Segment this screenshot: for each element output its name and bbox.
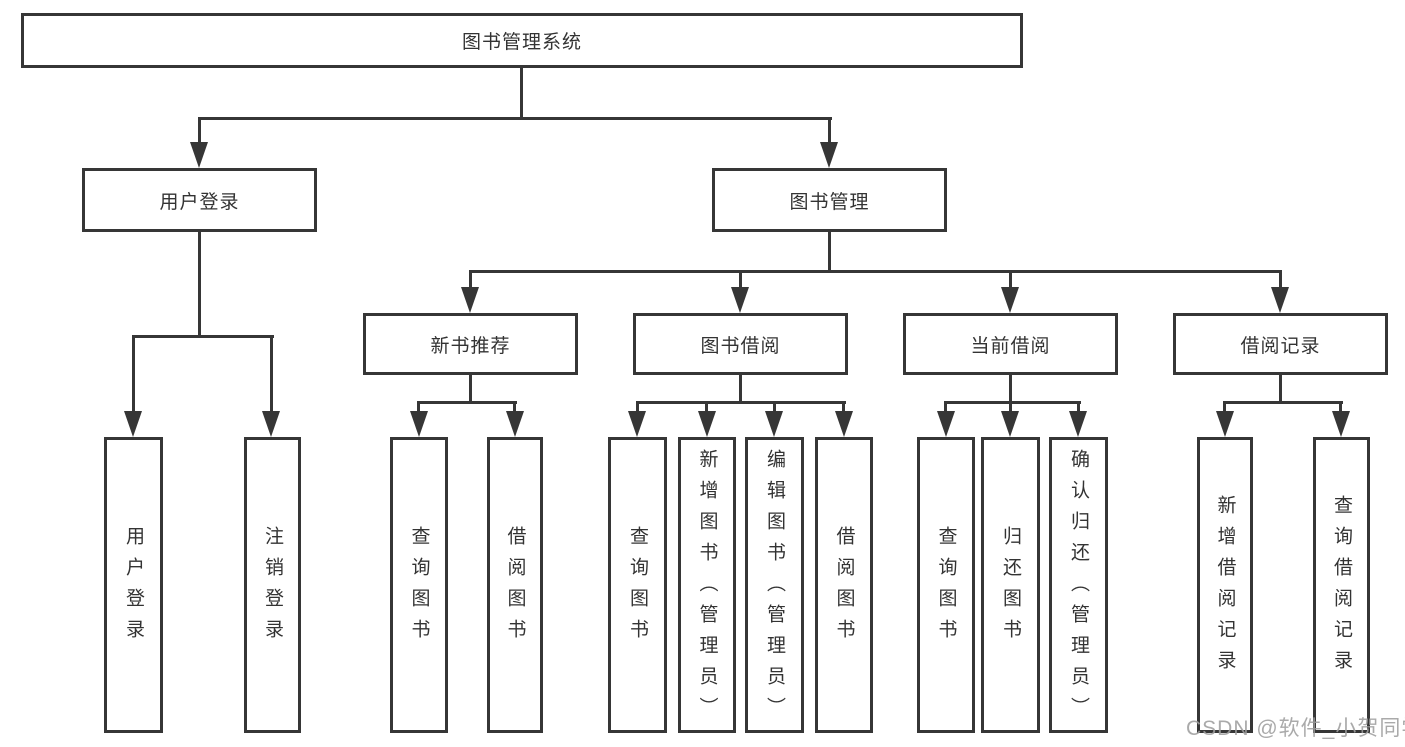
connector-line bbox=[828, 117, 831, 146]
node-book-management: 图书管理 bbox=[712, 168, 947, 232]
arrowhead-down-icon bbox=[262, 411, 280, 437]
node-user-login-group: 用户登录 bbox=[82, 168, 317, 232]
connector-line bbox=[636, 401, 639, 415]
connector-line bbox=[1009, 270, 1012, 292]
csdn-watermark: CSDN @软件_小贺同学 bbox=[1186, 717, 1405, 740]
connector-line bbox=[469, 270, 1282, 273]
arrowhead-down-icon bbox=[1001, 287, 1019, 313]
arrowhead-down-icon bbox=[820, 142, 838, 168]
connector-line bbox=[198, 117, 832, 120]
arrowhead-down-icon bbox=[765, 411, 783, 437]
arrowhead-down-icon bbox=[835, 411, 853, 437]
connector-line bbox=[1279, 375, 1282, 404]
node-cb-return-books: 归还图书 bbox=[981, 437, 1040, 733]
node-user-login: 用户登录 bbox=[104, 437, 163, 733]
connector-line bbox=[520, 68, 523, 120]
arrowhead-down-icon bbox=[628, 411, 646, 437]
connector-line bbox=[132, 335, 135, 415]
connector-line bbox=[198, 117, 201, 146]
connector-line bbox=[132, 335, 274, 338]
arrowhead-down-icon bbox=[1001, 411, 1019, 437]
connector-line bbox=[773, 401, 776, 415]
connector-line bbox=[705, 401, 708, 415]
connector-line bbox=[944, 401, 947, 415]
arrowhead-down-icon bbox=[461, 287, 479, 313]
connector-line bbox=[270, 335, 273, 415]
arrowhead-down-icon bbox=[506, 411, 524, 437]
node-bb-edit-books: 编辑图书（管理员） bbox=[745, 437, 804, 733]
node-nbr-borrow-books: 借阅图书 bbox=[487, 437, 543, 733]
connector-line bbox=[417, 401, 517, 404]
connector-line bbox=[417, 401, 420, 415]
connector-line bbox=[469, 270, 472, 292]
arrowhead-down-icon bbox=[731, 287, 749, 313]
arrowhead-down-icon bbox=[410, 411, 428, 437]
connector-line bbox=[636, 401, 846, 404]
connector-line bbox=[1009, 401, 1012, 415]
arrowhead-down-icon bbox=[1069, 411, 1087, 437]
connector-line bbox=[1279, 270, 1282, 292]
connector-line bbox=[1223, 401, 1343, 404]
connector-line bbox=[198, 232, 201, 338]
connector-line bbox=[1223, 401, 1226, 415]
node-root: 图书管理系统 bbox=[21, 13, 1023, 68]
arrowhead-down-icon bbox=[1332, 411, 1350, 437]
connector-line bbox=[739, 375, 742, 404]
connector-line bbox=[469, 375, 472, 404]
node-bb-borrow-books: 借阅图书 bbox=[815, 437, 873, 733]
arrowhead-down-icon bbox=[190, 142, 208, 168]
node-current-borrow: 当前借阅 bbox=[903, 313, 1118, 375]
connector-line bbox=[739, 270, 742, 292]
node-br-add-record: 新增借阅记录 bbox=[1197, 437, 1253, 733]
node-cb-confirm-return: 确认归还（管理员） bbox=[1049, 437, 1108, 733]
node-new-book-recommend: 新书推荐 bbox=[363, 313, 578, 375]
node-book-borrow: 图书借阅 bbox=[633, 313, 848, 375]
connector-line bbox=[1077, 401, 1080, 415]
arrowhead-down-icon bbox=[124, 411, 142, 437]
connector-line bbox=[842, 401, 845, 415]
node-logout: 注销登录 bbox=[244, 437, 301, 733]
arrowhead-down-icon bbox=[937, 411, 955, 437]
node-borrow-records: 借阅记录 bbox=[1173, 313, 1388, 375]
connector-line bbox=[1339, 401, 1342, 415]
node-cb-query-books: 查询图书 bbox=[917, 437, 975, 733]
connector-line bbox=[1009, 375, 1012, 404]
arrowhead-down-icon bbox=[1216, 411, 1234, 437]
node-nbr-query-books: 查询图书 bbox=[390, 437, 448, 733]
node-bb-query-books: 查询图书 bbox=[608, 437, 667, 733]
connector-line bbox=[513, 401, 516, 415]
node-br-query-record: 查询借阅记录 bbox=[1313, 437, 1370, 733]
connector-line bbox=[944, 401, 1081, 404]
arrowhead-down-icon bbox=[698, 411, 716, 437]
node-bb-add-books: 新增图书（管理员） bbox=[678, 437, 736, 733]
arrowhead-down-icon bbox=[1271, 287, 1289, 313]
connector-line bbox=[828, 232, 831, 273]
